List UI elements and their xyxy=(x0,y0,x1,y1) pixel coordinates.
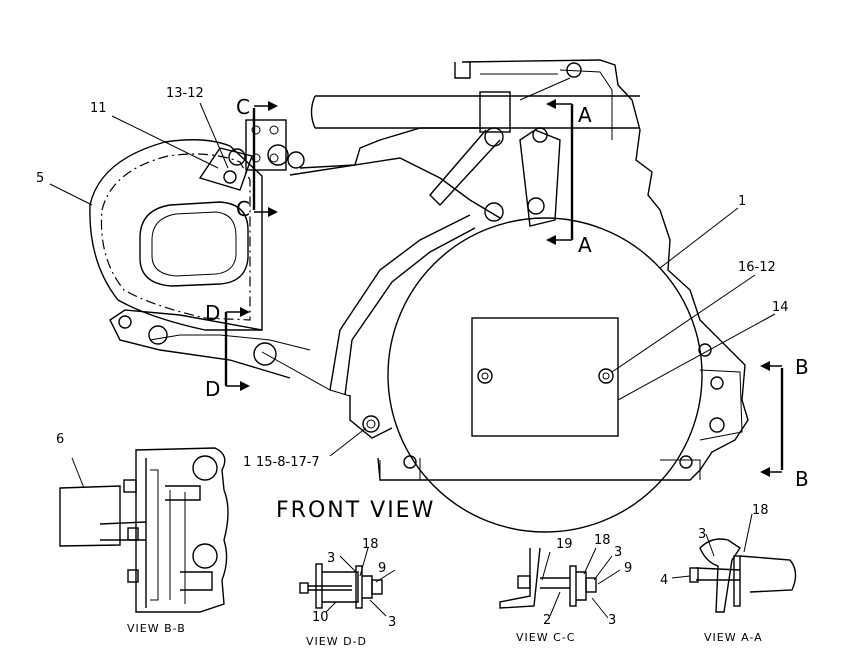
access-cover-plate xyxy=(471,317,619,437)
aa-callout-18: 18 xyxy=(752,503,769,518)
flywheel-housing xyxy=(387,217,703,533)
cc-callout-19: 19 xyxy=(556,537,573,552)
view-cc-label: VIEW C-C xyxy=(516,631,575,644)
section-b-bottom: B xyxy=(795,467,809,491)
callout-13-12: 13-12 xyxy=(166,86,204,101)
section-c-top: C xyxy=(236,95,250,119)
aa-callout-4: 4 xyxy=(660,573,668,588)
callout-5: 5 xyxy=(36,171,44,186)
callout-14: 14 xyxy=(772,300,789,315)
linkage-arms xyxy=(109,127,561,439)
cover-bolt-left xyxy=(477,368,493,384)
cc-callout-9: 9 xyxy=(624,561,632,576)
cc-callout-3a: 3 xyxy=(614,545,622,560)
dd-callout-18: 18 xyxy=(362,537,379,552)
view-cc-detail xyxy=(499,547,621,619)
dd-callout-3a: 3 xyxy=(327,551,335,566)
cc-callout-3b: 3 xyxy=(608,613,616,628)
cover-bolt-right xyxy=(598,368,614,384)
callout-1: 1 xyxy=(738,194,746,209)
section-b-top: B xyxy=(795,355,809,379)
cc-callout-2: 2 xyxy=(543,613,551,628)
dd-callout-10: 10 xyxy=(312,610,329,625)
callout-15-prefix: 1 xyxy=(243,455,251,470)
section-a-top: A xyxy=(578,103,592,127)
cc-callout-18: 18 xyxy=(594,533,611,548)
aa-callout-3: 3 xyxy=(698,527,706,542)
dd-callout-9: 9 xyxy=(378,561,386,576)
leader-lines xyxy=(49,102,776,457)
view-aa-detail xyxy=(671,513,797,613)
view-dd-label: VIEW D-D xyxy=(306,635,367,648)
section-d-bottom: D xyxy=(205,377,220,401)
dd-callout-3b: 3 xyxy=(388,615,396,630)
section-c-bottom: C xyxy=(236,197,250,221)
callout-11: 11 xyxy=(90,101,107,116)
side-cover xyxy=(89,139,263,331)
section-d-top: D xyxy=(205,301,220,325)
section-a-bottom: A xyxy=(578,233,592,257)
callout-16-12: 16-12 xyxy=(738,260,776,275)
engine-block-outline xyxy=(377,59,749,481)
front-view-title: FRONT VIEW xyxy=(276,498,435,523)
latch-bracket xyxy=(198,119,305,191)
view-dd-detail xyxy=(299,547,396,617)
section-markers xyxy=(224,99,784,477)
callout-6: 6 xyxy=(56,432,64,447)
view-aa-label: VIEW A-A xyxy=(704,631,763,644)
view-bb-detail xyxy=(59,447,229,613)
callout-15-8-17-7: 15-8-17-7 xyxy=(256,455,320,470)
view-bb-label: VIEW B-B xyxy=(127,622,186,635)
